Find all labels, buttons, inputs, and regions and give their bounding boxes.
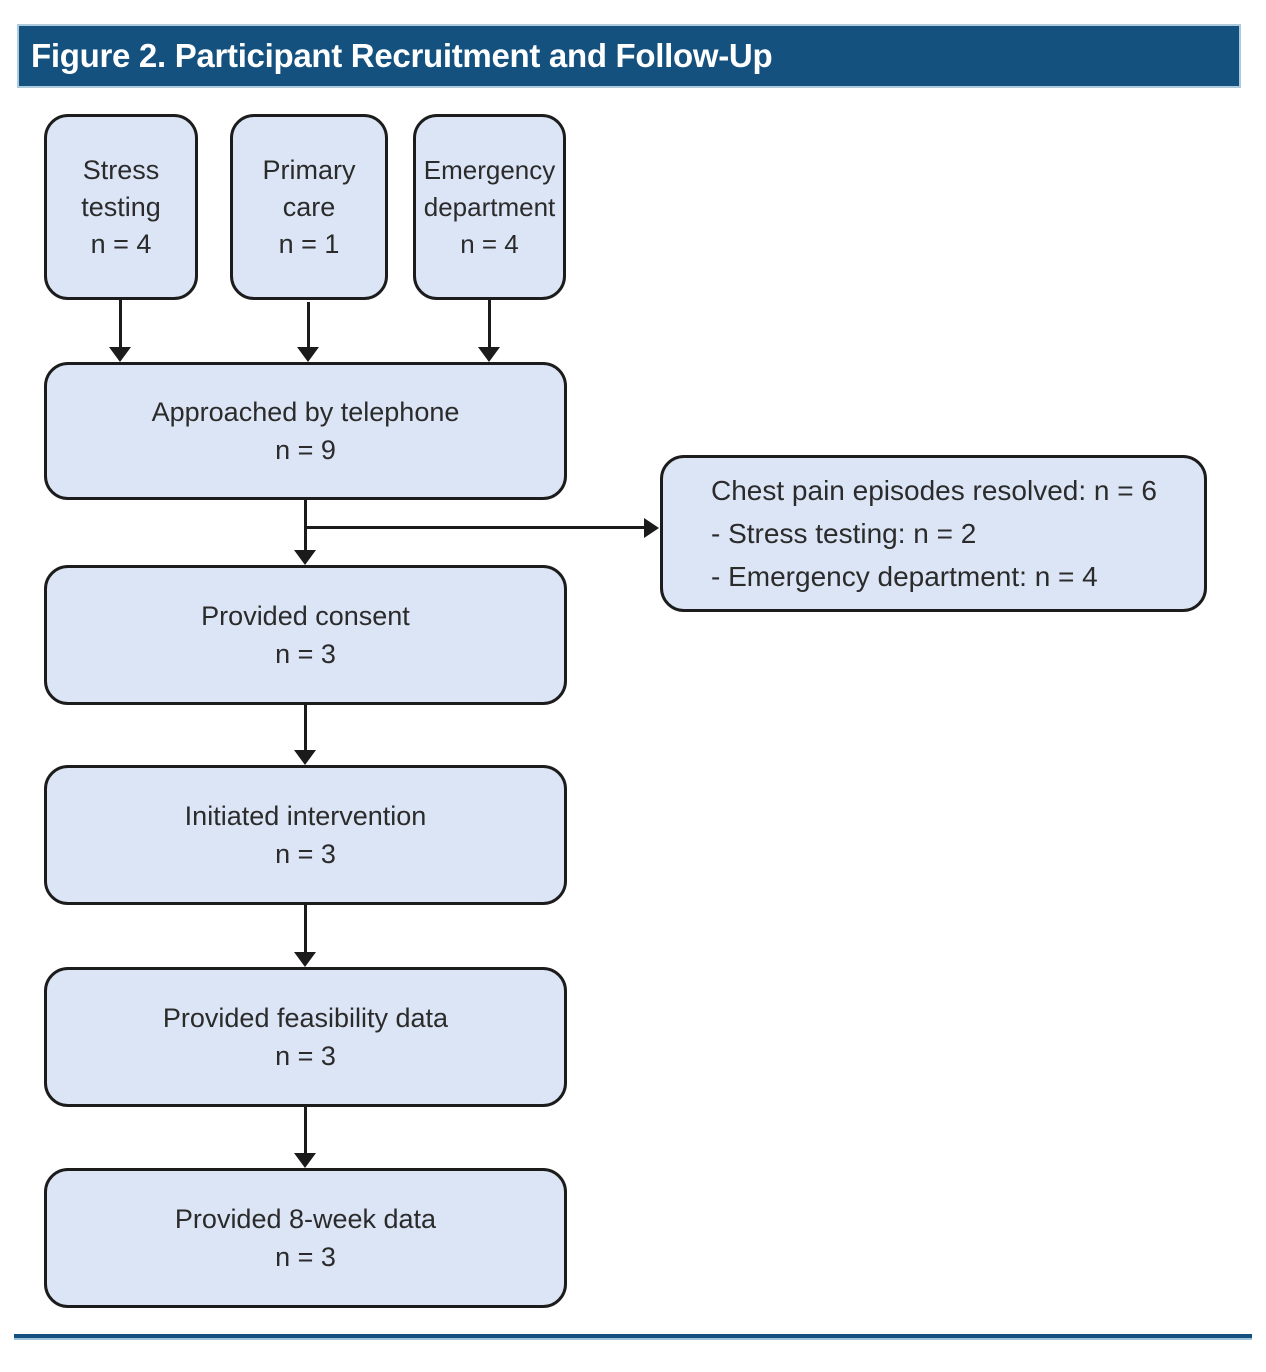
arrow-line-branch-to-resolved bbox=[305, 526, 645, 529]
arrowhead-consent-to-initiated bbox=[294, 750, 316, 765]
arrowhead-approached-to-consent bbox=[294, 550, 316, 565]
box-label: Primary care bbox=[262, 154, 356, 222]
arrow-line-consent-to-initiated bbox=[304, 705, 307, 752]
box-count: n = 3 bbox=[275, 839, 336, 869]
figure-title-bar: Figure 2. Participant Recruitment and Fo… bbox=[17, 24, 1241, 88]
arrow-line-emergency-to-approached bbox=[488, 300, 491, 349]
box-initiated-intervention: Initiated intervention n = 3 bbox=[44, 765, 567, 905]
arrowhead-stress-to-approached bbox=[109, 347, 131, 362]
resolved-line-3: - Emergency department: n = 4 bbox=[711, 561, 1098, 592]
box-count: n = 3 bbox=[275, 1041, 336, 1071]
arrow-line-primary-to-approached bbox=[307, 302, 310, 349]
box-label: Initiated intervention bbox=[184, 801, 427, 831]
box-label: Provided consent bbox=[201, 601, 410, 631]
arrowhead-initiated-to-feasibility bbox=[294, 952, 316, 967]
box-emergency-department: Emergency department n = 4 bbox=[413, 114, 566, 300]
arrowhead-emergency-to-approached bbox=[478, 347, 500, 362]
bottom-rule-light-line bbox=[14, 1338, 1252, 1340]
box-primary-care: Primary care n = 1 bbox=[230, 114, 388, 300]
bottom-rule-dark-line bbox=[14, 1334, 1252, 1338]
box-label: Stress testing bbox=[81, 154, 161, 222]
resolved-line-2: - Stress testing: n = 2 bbox=[711, 518, 977, 549]
box-provided-consent: Provided consent n = 3 bbox=[44, 565, 567, 705]
box-label: Approached by telephone bbox=[151, 397, 460, 427]
box-count: n = 1 bbox=[278, 228, 340, 259]
box-count: n = 3 bbox=[275, 639, 336, 669]
box-approached-by-telephone: Approached by telephone n = 9 bbox=[44, 362, 567, 500]
box-count: n = 9 bbox=[275, 435, 336, 465]
arrowhead-branch-to-resolved bbox=[644, 518, 659, 538]
arrow-line-feasibility-to-week8 bbox=[304, 1107, 307, 1155]
box-label: Provided feasibility data bbox=[162, 1003, 449, 1033]
box-stress-testing: Stress testing n = 4 bbox=[44, 114, 198, 300]
box-provided-8-week-data: Provided 8-week data n = 3 bbox=[44, 1168, 567, 1308]
box-count: n = 3 bbox=[275, 1242, 336, 1272]
box-label: Emergency department bbox=[423, 154, 556, 222]
figure-title: Figure 2. Participant Recruitment and Fo… bbox=[31, 37, 773, 74]
arrowhead-feasibility-to-week8 bbox=[294, 1153, 316, 1168]
arrow-line-initiated-to-feasibility bbox=[304, 905, 307, 954]
arrowhead-primary-to-approached bbox=[297, 347, 319, 362]
box-provided-feasibility-data: Provided feasibility data n = 3 bbox=[44, 967, 567, 1107]
box-chest-pain-resolved: Chest pain episodes resolved: n = 6 - St… bbox=[660, 455, 1207, 612]
box-count: n = 4 bbox=[460, 228, 519, 259]
box-label: Provided 8-week data bbox=[174, 1204, 437, 1234]
resolved-line-1: Chest pain episodes resolved: n = 6 bbox=[711, 475, 1157, 506]
box-count: n = 4 bbox=[90, 228, 152, 259]
arrow-line-stress-to-approached bbox=[119, 300, 122, 349]
